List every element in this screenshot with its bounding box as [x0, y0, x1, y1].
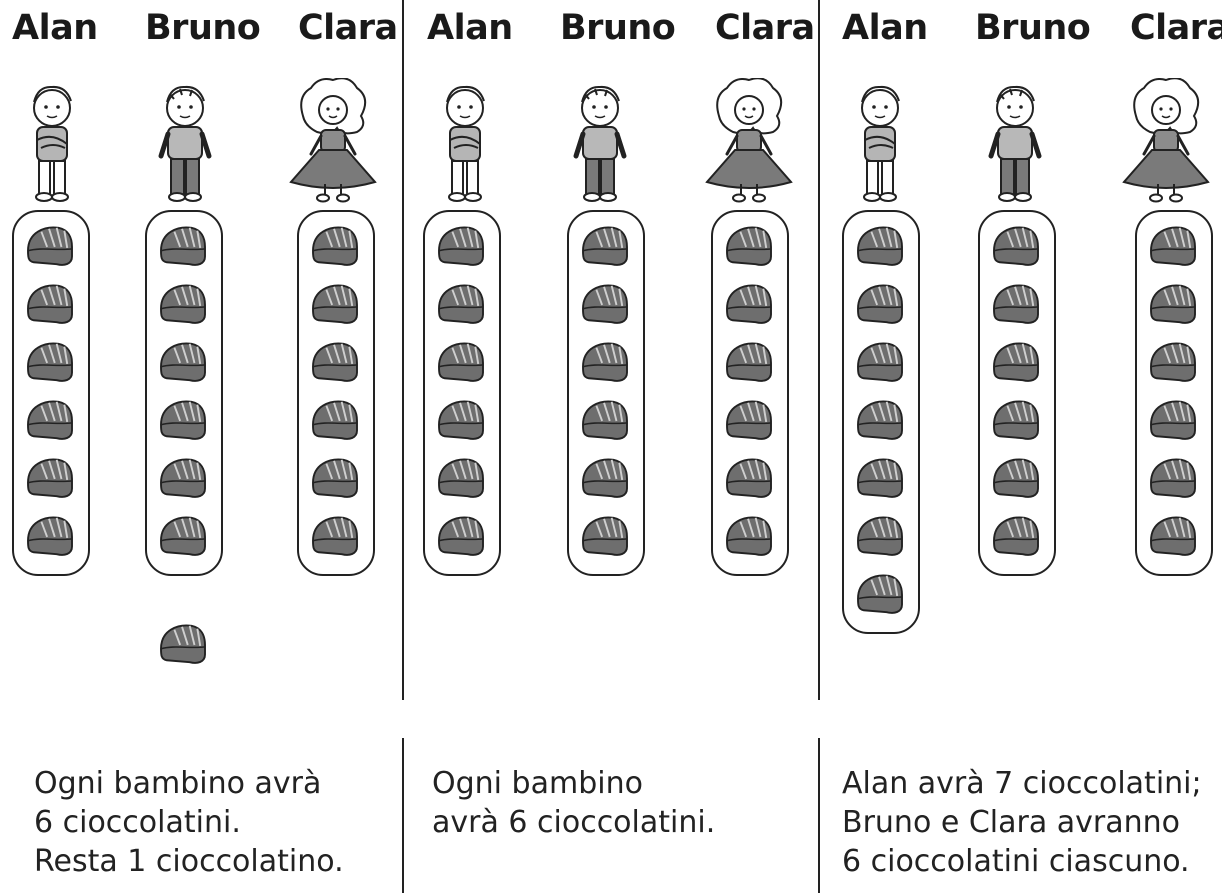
chocolate-icon: [857, 574, 903, 614]
panel-divider-2-bottom: [818, 738, 820, 893]
kid-alan-figure: [446, 85, 485, 202]
chocolate-icon: [857, 284, 903, 324]
caption-panel-2: Ogni bambino avrà 6 cioccolatini.: [432, 766, 716, 840]
caption-panel-3: Alan avrà 7 cioccolatini; Bruno e Clara …: [842, 766, 1202, 879]
chocolate-icon: [438, 226, 484, 266]
kid-bruno-figure: [555, 78, 645, 204]
chocolate-icon: [27, 516, 73, 556]
chocolate-icon: [1150, 400, 1196, 440]
chocolate-group-clara: [1135, 210, 1213, 576]
chocolate-icon: [857, 458, 903, 498]
chocolate-icon: [312, 226, 358, 266]
chocolate-group-clara: [297, 210, 375, 576]
chocolate-icon: [726, 284, 772, 324]
leftover-chocolate-icon: [160, 624, 206, 664]
chocolate-icon: [27, 226, 73, 266]
name-clara: Clara: [715, 8, 815, 48]
chocolate-icon: [312, 458, 358, 498]
panel-divider-1: [402, 0, 404, 700]
chocolate-icon: [726, 458, 772, 498]
panel-divider-2: [818, 0, 820, 700]
chocolate-group-alan: [12, 210, 90, 576]
chocolate-icon: [582, 284, 628, 324]
name-alan: Alan: [12, 8, 98, 48]
kid-alan-figure: [861, 85, 900, 202]
chocolate-icon: [993, 516, 1039, 556]
chocolate-icon: [27, 342, 73, 382]
chocolate-icon: [160, 226, 206, 266]
chocolate-icon: [993, 226, 1039, 266]
chocolate-group-bruno: [978, 210, 1056, 576]
chocolate-icon: [1150, 458, 1196, 498]
chocolate-icon: [726, 226, 772, 266]
chocolate-icon: [582, 458, 628, 498]
chocolate-icon: [1150, 226, 1196, 266]
chocolate-group-alan: [423, 210, 501, 576]
chocolate-icon: [160, 284, 206, 324]
name-clara: Clara: [298, 8, 398, 48]
name-clara: Clara: [1130, 8, 1222, 48]
chocolate-icon: [438, 284, 484, 324]
chocolate-icon: [726, 400, 772, 440]
chocolate-icon: [160, 516, 206, 556]
chocolate-icon: [993, 284, 1039, 324]
chocolate-icon: [1150, 342, 1196, 382]
chocolate-icon: [726, 516, 772, 556]
chocolate-icon: [312, 342, 358, 382]
chocolate-icon: [582, 516, 628, 556]
kid-clara-figure: [705, 78, 793, 203]
caption-panel-1: Ogni bambino avrà 6 cioccolatini. Resta …: [34, 766, 344, 879]
chocolate-icon: [27, 284, 73, 324]
chocolate-icon: [312, 516, 358, 556]
name-alan: Alan: [427, 8, 513, 48]
chocolate-icon: [857, 400, 903, 440]
chocolate-icon: [582, 342, 628, 382]
kid-bruno-figure: [970, 78, 1060, 204]
chocolate-icon: [160, 342, 206, 382]
kid-bruno-figure: [140, 78, 230, 204]
chocolate-icon: [312, 284, 358, 324]
name-alan: Alan: [842, 8, 928, 48]
kid-clara-figure: [289, 78, 377, 203]
chocolate-icon: [1150, 516, 1196, 556]
name-bruno: Bruno: [145, 8, 261, 48]
chocolate-icon: [857, 342, 903, 382]
chocolate-group-clara: [711, 210, 789, 576]
chocolate-group-alan: [842, 210, 920, 634]
chocolate-icon: [438, 400, 484, 440]
chocolate-icon: [582, 226, 628, 266]
chocolate-icon: [438, 516, 484, 556]
name-bruno: Bruno: [975, 8, 1091, 48]
kid-clara-figure: [1122, 78, 1210, 203]
chocolate-group-bruno: [145, 210, 223, 576]
panel-divider-1-bottom: [402, 738, 404, 893]
chocolate-icon: [582, 400, 628, 440]
chocolate-icon: [993, 400, 1039, 440]
chocolate-icon: [438, 342, 484, 382]
chocolate-icon: [312, 400, 358, 440]
chocolate-icon: [993, 342, 1039, 382]
chocolate-icon: [27, 400, 73, 440]
chocolate-icon: [160, 400, 206, 440]
name-bruno: Bruno: [560, 8, 676, 48]
kid-alan-figure: [33, 85, 72, 202]
chocolate-icon: [438, 458, 484, 498]
chocolate-icon: [857, 226, 903, 266]
chocolate-icon: [27, 458, 73, 498]
chocolate-icon: [726, 342, 772, 382]
chocolate-group-bruno: [567, 210, 645, 576]
chocolate-icon: [857, 516, 903, 556]
chocolate-icon: [1150, 284, 1196, 324]
chocolate-icon: [993, 458, 1039, 498]
chocolate-icon: [160, 458, 206, 498]
